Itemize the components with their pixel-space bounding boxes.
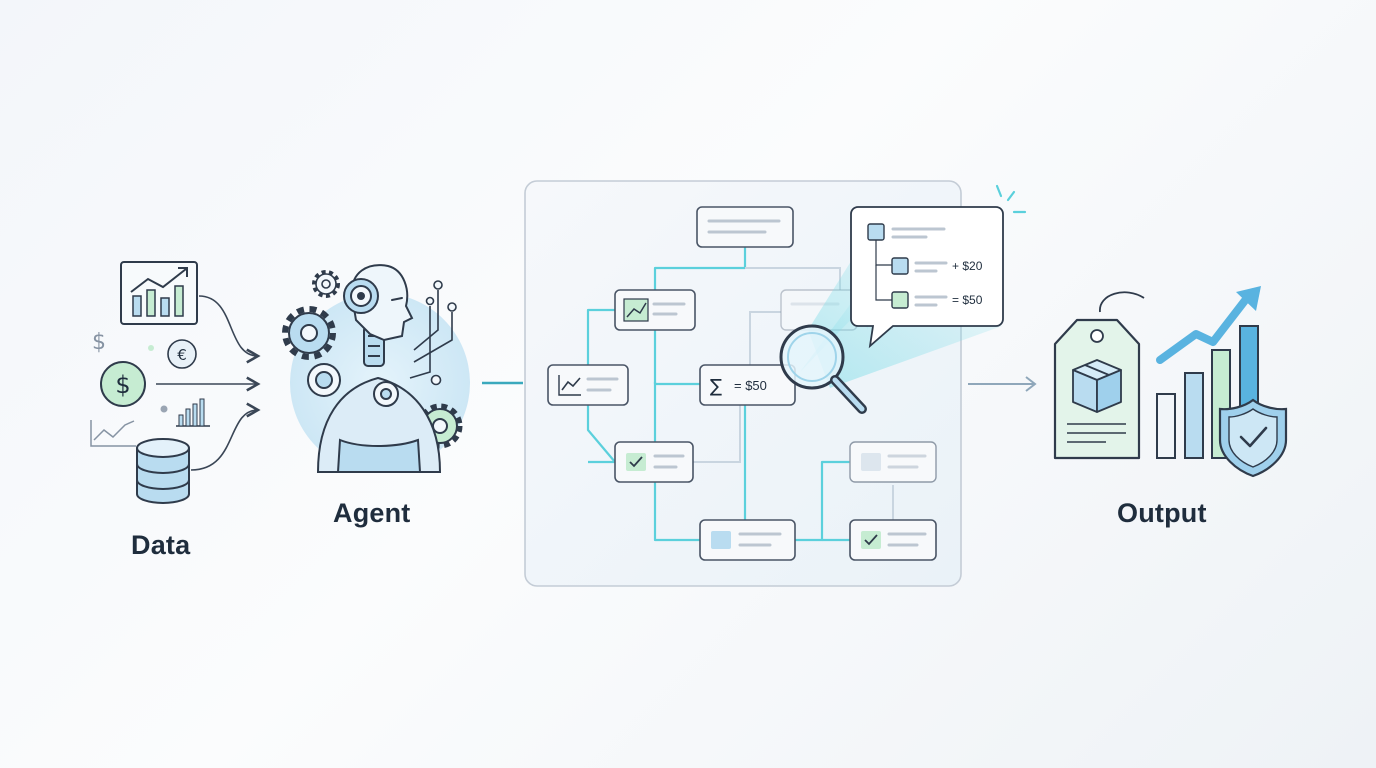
workflow-node-check-right: [849, 519, 937, 561]
dollar-coin-icon: $: [100, 361, 146, 407]
workflow-node-chart-left: [547, 364, 629, 406]
callout-row-2-text: + $20: [952, 259, 983, 273]
workflow-node-bottom-middle: [699, 519, 796, 561]
growth-arrow-icon: [1156, 286, 1261, 364]
euro-coin-symbol: €: [177, 346, 187, 364]
decor-dot-icon: [160, 405, 168, 413]
circuit-traces-icon: [409, 280, 457, 386]
sum-icon: ∑: [710, 376, 722, 397]
data-stage: $ $ €: [90, 261, 261, 504]
output-stage: [1053, 286, 1288, 478]
small-bar-chart-icon: [176, 398, 210, 427]
workflow-node-sum: ∑ = $50: [699, 364, 796, 406]
workflow-node-check-left: [614, 441, 694, 483]
large-gear-icon: [282, 306, 336, 360]
sum-node-text: = $50: [734, 378, 767, 393]
workflow-node-chart-upper: [614, 289, 696, 331]
data-to-agent-arrows: [156, 295, 261, 471]
agent-stage: [282, 264, 470, 473]
check-icon: [629, 456, 643, 468]
dollar-symbol: $: [92, 330, 106, 355]
line-trend-icon: [90, 420, 136, 447]
mini-chart-icon: [558, 375, 581, 396]
sparkle-icon: [995, 184, 1027, 214]
zoom-callout: + $20 = $50: [850, 206, 1004, 349]
mini-chart-icon: [623, 298, 649, 322]
price-tag-icon: [1053, 291, 1145, 460]
decor-dot-icon: [148, 345, 154, 351]
dollar-coin-symbol: $: [115, 371, 130, 399]
bar-chart-card-icon: [120, 261, 198, 325]
workflow-to-output-arrow: [968, 376, 1037, 392]
workflow-node-top: [696, 206, 794, 248]
output-stage-label: Output: [1117, 498, 1207, 528]
callout-row-3-text: = $50: [952, 293, 983, 307]
database-icon: [136, 438, 190, 504]
check-icon: [864, 534, 878, 546]
agent-stage-label: Agent: [333, 498, 411, 528]
robot-agent-icon: [307, 264, 442, 473]
small-gear-icon: [312, 270, 340, 298]
data-stage-label: Data: [131, 530, 191, 560]
euro-coin-icon: €: [167, 339, 197, 369]
workflow-connections: [586, 246, 850, 542]
workflow-node-right-upper: [849, 441, 937, 483]
shield-check-icon: [1218, 398, 1288, 478]
package-box-icon: [1072, 359, 1122, 413]
magnifier-icon: [779, 324, 867, 414]
